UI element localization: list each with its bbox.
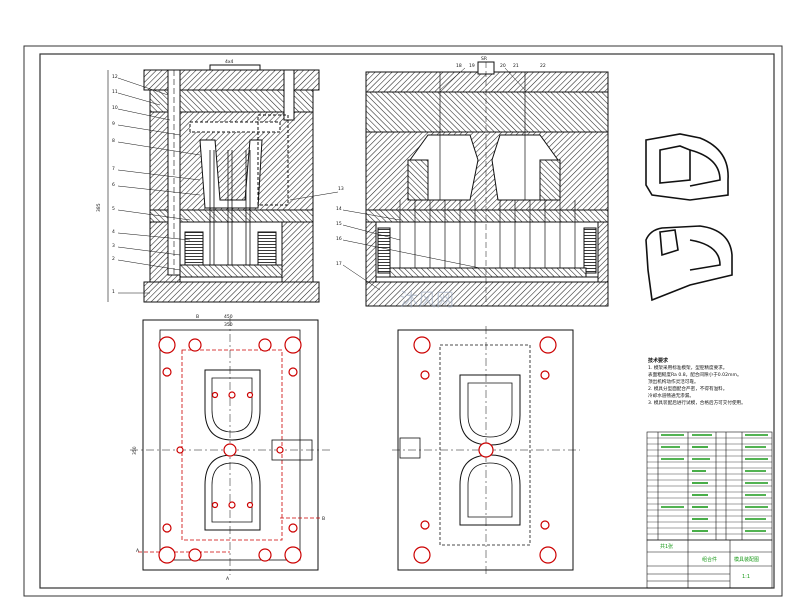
parts-list-entries	[661, 434, 768, 532]
part-number-21: 21	[513, 63, 519, 69]
part-number-8: 8	[112, 138, 115, 144]
technical-note-line: 顶出机构动作灵活可靠。	[648, 380, 699, 385]
part-number-5: 5	[112, 206, 115, 212]
part-number-13: 13	[338, 186, 344, 192]
part-number-19: 19	[469, 63, 475, 69]
section-mark-b-right: B	[322, 516, 325, 522]
technical-notes-title: 技术要求	[648, 358, 669, 364]
dim-top-plate: 4x4	[225, 59, 234, 65]
part-number-17: 17	[336, 261, 342, 267]
part-number-16: 16	[336, 236, 342, 242]
part-number-20: 20	[500, 63, 506, 69]
parts-list-rows	[647, 437, 772, 535]
part-number-10: 10	[112, 105, 118, 111]
technical-notes: 技术要求 1. 模架采用标准模架，型腔精度要求。 表面粗糙度Ra 0.8，配合间…	[648, 358, 772, 407]
title-drawing-name: 模具装配图	[734, 556, 759, 563]
part-number-18: 18	[456, 63, 462, 69]
title-block	[646, 539, 773, 589]
side-section-view	[365, 61, 609, 307]
plan-view-fixed-holes	[413, 336, 557, 564]
part-number-15: 15	[336, 221, 342, 227]
part-number-6: 6	[112, 182, 115, 188]
part-number-14: 14	[336, 206, 342, 212]
part-number-4: 4	[112, 229, 115, 235]
section-mark-a-left: A	[136, 548, 140, 554]
part-number-9: 9	[112, 121, 115, 127]
plan-view-bolt-holes	[158, 336, 302, 564]
title-sheet: 共1张	[660, 543, 673, 550]
technical-note-line: 3. 模具装配后进行试模，合格后方可交付使用。	[648, 401, 746, 406]
technical-note-line: 2. 模具分型面配合严密，不得有溢料。	[648, 387, 728, 392]
dim-plan-outer-width: 450	[224, 314, 233, 320]
section-mark-a-bottom: A	[226, 576, 230, 582]
sprue-label: SR	[481, 56, 487, 62]
part-number-7: 7	[112, 166, 115, 172]
plan-view-fixed-half	[392, 326, 580, 575]
title-scale: 1:1	[742, 574, 750, 580]
front-section-view	[107, 64, 320, 303]
section-mark-b-top: B	[196, 314, 199, 320]
outer-border	[23, 45, 783, 597]
plan-view-moving-half	[130, 318, 330, 575]
dim-front-height: 385	[96, 203, 102, 212]
dim-plan-inner-width: 350	[224, 322, 233, 328]
part-number-1: 1	[112, 289, 115, 295]
part-number-3: 3	[112, 243, 115, 249]
title-material: 组合件	[702, 556, 717, 563]
part-number-12: 12	[112, 74, 118, 80]
dim-plan-height: 350	[132, 446, 138, 455]
technical-note-line: 表面粗糙度Ra 0.8，配合间隙小于0.02mm。	[648, 373, 742, 378]
part-number-22: 22	[540, 63, 546, 69]
part-number-2: 2	[112, 256, 115, 262]
inner-border	[39, 53, 775, 589]
side-view-leaders	[342, 67, 526, 291]
part-isometric-views	[645, 133, 733, 302]
watermark: 沐风网	[400, 290, 454, 311]
technical-note-line: 冷却水道畅通无渗漏。	[648, 394, 694, 399]
part-number-11: 11	[112, 89, 118, 95]
technical-note-line: 1. 模架采用标准模架，型腔精度要求。	[648, 366, 728, 371]
front-view-leaders	[117, 77, 339, 294]
